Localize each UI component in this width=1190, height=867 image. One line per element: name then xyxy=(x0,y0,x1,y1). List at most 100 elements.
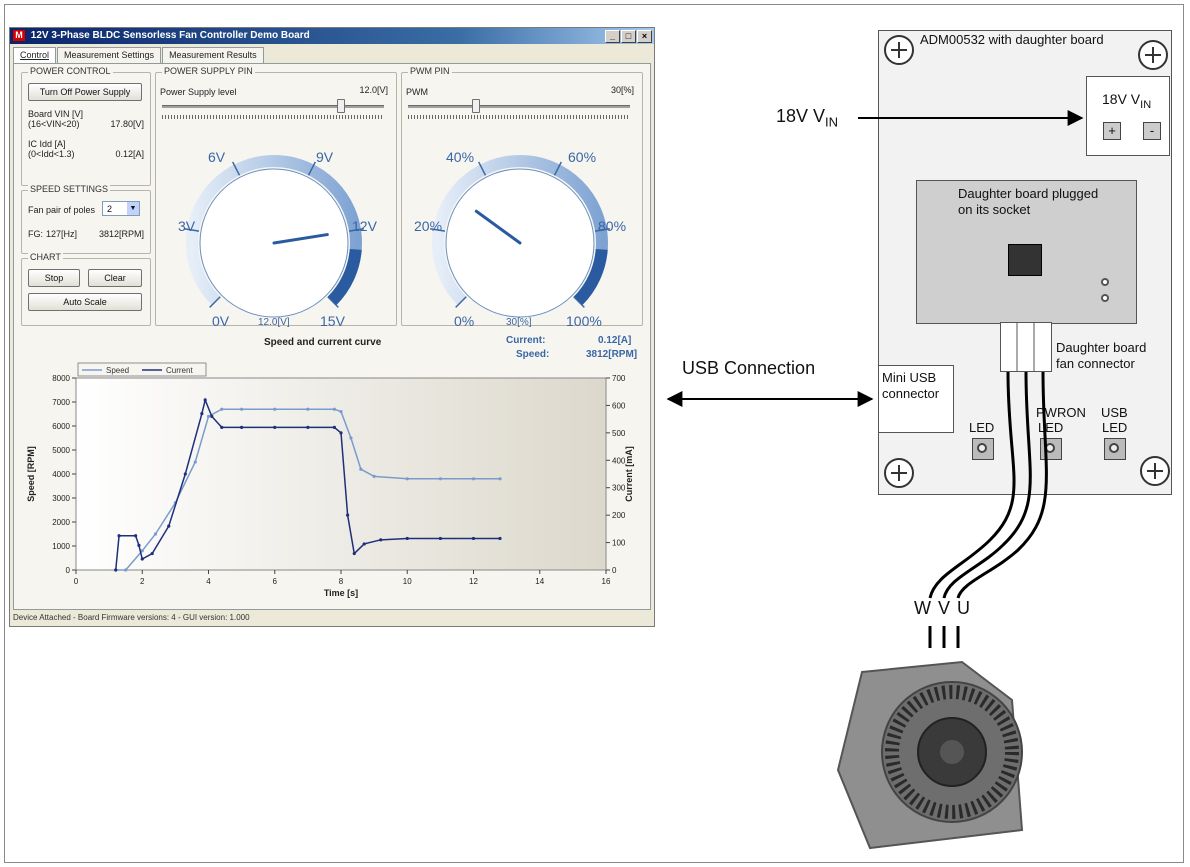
x-tick-label: 4 xyxy=(206,577,211,586)
pwron-led-label-1: PWRON xyxy=(1036,405,1086,420)
series-speed-point xyxy=(373,475,376,478)
series-current-point xyxy=(200,412,203,415)
pwm-gauge-readout: 30[%] xyxy=(506,317,532,328)
y-tick-label: 8000 xyxy=(52,374,70,383)
fg-hz-value: 127[Hz] xyxy=(46,229,77,239)
series-current-point xyxy=(273,426,276,429)
control-panel: POWER CONTROL Turn Off Power Supply Boar… xyxy=(13,63,651,610)
chart-controls-legend: CHART xyxy=(28,252,63,262)
current-readout-label: Current: xyxy=(506,335,545,346)
series-speed-point xyxy=(220,408,223,411)
power-supply-slider-thumb[interactable] xyxy=(337,99,345,113)
ic-idd-value: 0.12[A] xyxy=(115,149,144,159)
app-window: M 12V 3-Phase BLDC Sensorless Fan Contro… xyxy=(9,27,655,627)
screw-icon xyxy=(1140,456,1170,486)
series-speed-point xyxy=(498,477,501,480)
title-bar[interactable]: M 12V 3-Phase BLDC Sensorless Fan Contro… xyxy=(10,28,654,44)
ic-idd-range: (0<Idd<1.3) xyxy=(28,149,75,159)
maximize-button[interactable]: □ xyxy=(621,30,636,43)
y2-tick-label: 200 xyxy=(612,511,626,520)
gauge-label-60pct: 60% xyxy=(568,149,596,165)
board-label: ADM00532 with daughter board xyxy=(920,32,1104,47)
window-title: 12V 3-Phase BLDC Sensorless Fan Controll… xyxy=(31,30,310,41)
series-current-point xyxy=(114,568,117,571)
power-supply-slider[interactable] xyxy=(162,105,384,108)
x-tick-label: 12 xyxy=(469,577,478,586)
pwron-led-label-2: LED xyxy=(1038,420,1063,435)
fan-connector xyxy=(1000,322,1052,372)
power-supply-level-value: 12.0[V] xyxy=(359,85,388,95)
vin-box-label: 18V VIN xyxy=(1102,92,1151,113)
series-current-point xyxy=(346,514,349,517)
series-speed-point xyxy=(349,436,352,439)
series-current-point xyxy=(210,415,213,418)
series-speed-point xyxy=(333,408,336,411)
gauge-label-0v: 0V xyxy=(212,313,229,329)
y2-axis-label: Current [mA] xyxy=(624,446,634,502)
close-button[interactable]: × xyxy=(637,30,652,43)
usb-connection-label: USB Connection xyxy=(682,358,815,379)
pwron-led-icon xyxy=(1040,438,1062,460)
clear-button[interactable]: Clear xyxy=(88,269,142,287)
tab-control[interactable]: Control xyxy=(13,47,56,63)
pwm-pin-group: PWM PIN PWM 30[%] 0% 20% 40% 60% 80% 100… xyxy=(401,72,643,326)
series-current-point xyxy=(339,431,342,434)
x-tick-label: 0 xyxy=(74,577,79,586)
fan-pair-of-poles-label: Fan pair of poles xyxy=(28,205,95,215)
fan-connector-label-2: fan connector xyxy=(1056,356,1135,371)
wire-labels: W V U xyxy=(914,598,971,619)
plot-area xyxy=(76,378,606,570)
tab-strip: Control Measurement Settings Measurement… xyxy=(13,47,265,63)
series-speed-point xyxy=(339,410,342,413)
gauge-label-12v: 12V xyxy=(352,218,377,234)
gauge-label-3v: 3V xyxy=(178,218,195,234)
led-icon xyxy=(972,438,994,460)
stop-button[interactable]: Stop xyxy=(28,269,80,287)
pwm-slider-thumb[interactable] xyxy=(472,99,480,113)
series-speed-point xyxy=(207,415,210,418)
series-speed-point xyxy=(273,408,276,411)
tab-measurement-results[interactable]: Measurement Results xyxy=(162,47,264,63)
fan-poles-select[interactable]: 2 ▼ xyxy=(102,201,140,216)
fg-rpm-value: 3812[RPM] xyxy=(99,229,144,239)
chevron-down-icon[interactable]: ▼ xyxy=(127,202,139,215)
chip-icon xyxy=(1008,244,1042,276)
series-speed-point xyxy=(154,532,157,535)
tab-measurement-settings[interactable]: Measurement Settings xyxy=(57,47,161,63)
auto-scale-button[interactable]: Auto Scale xyxy=(28,293,142,311)
y2-tick-label: 0 xyxy=(612,566,617,575)
microchip-logo-icon: M xyxy=(13,30,25,41)
pwm-label: PWM xyxy=(406,87,428,97)
y-tick-label: 6000 xyxy=(52,422,70,431)
fg-label: FG: xyxy=(28,229,43,239)
series-current-point xyxy=(184,472,187,475)
minimize-button[interactable]: _ xyxy=(605,30,620,43)
y-tick-label: 5000 xyxy=(52,446,70,455)
y-tick-label: 2000 xyxy=(52,518,70,527)
pwm-pin-legend: PWM PIN xyxy=(408,66,452,76)
pwm-slider[interactable] xyxy=(408,105,630,108)
y2-tick-label: 500 xyxy=(612,429,626,438)
vin-input-label: 18V VIN xyxy=(776,106,838,130)
series-current-point xyxy=(333,426,336,429)
series-speed-point xyxy=(406,477,409,480)
mounting-hole-icon xyxy=(1101,294,1109,302)
speed-settings-group: SPEED SETTINGS Fan pair of poles 2 ▼ FG:… xyxy=(21,190,151,254)
series-current-point xyxy=(220,426,223,429)
screw-icon xyxy=(1138,40,1168,70)
series-current-point xyxy=(240,426,243,429)
series-speed-point xyxy=(359,468,362,471)
y2-tick-label: 100 xyxy=(612,539,626,548)
usb-led-label-2: LED xyxy=(1102,420,1127,435)
power-control-group: POWER CONTROL Turn Off Power Supply Boar… xyxy=(21,72,151,186)
series-speed-point xyxy=(240,408,243,411)
mini-usb-label-1: Mini USB xyxy=(882,370,936,385)
plus-terminal: + xyxy=(1103,122,1121,140)
minus-terminal: - xyxy=(1143,122,1161,140)
screw-icon xyxy=(884,35,914,65)
power-control-legend: POWER CONTROL xyxy=(28,66,113,76)
series-current-point xyxy=(141,557,144,560)
turn-off-power-supply-button[interactable]: Turn Off Power Supply xyxy=(28,83,142,101)
y-tick-label: 4000 xyxy=(52,470,70,479)
fan-connector-label-1: Daughter board xyxy=(1056,340,1146,355)
